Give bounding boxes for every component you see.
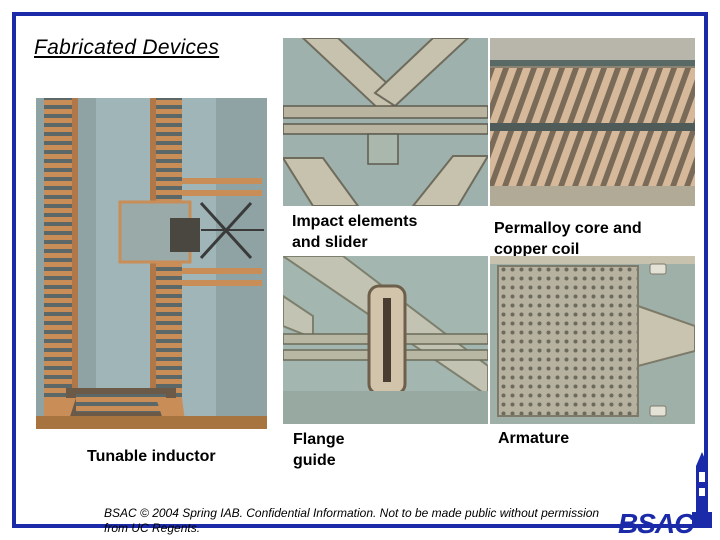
- caption-flange-guide: Flange guide: [293, 429, 363, 471]
- caption-flange-text: Flange guide: [293, 431, 345, 469]
- caption-impact-elements: Impact elements and slider: [292, 211, 442, 253]
- flange-guide-photo: [283, 256, 488, 424]
- caption-armature: Armature: [498, 430, 570, 447]
- caption-tunable-inductor: Tunable inductor: [87, 448, 216, 465]
- footer-note: BSAC © 2004 Spring IAB. Confidential Inf…: [104, 506, 600, 535]
- caption-impact-text: Impact elements and slider: [292, 213, 418, 251]
- armature-photo: [490, 256, 695, 424]
- bsac-logo: BSAC: [618, 508, 694, 539]
- caption-permalloy: Permalloy core and copper coil: [494, 220, 642, 258]
- impact-elements-photo: [283, 38, 488, 206]
- permalloy-photo: [490, 38, 695, 206]
- slide-frame: [12, 12, 708, 528]
- tunable-inductor-photo: [36, 98, 267, 429]
- slide-title: Fabricated Devices: [34, 36, 220, 59]
- campanile-tower-icon: [688, 452, 716, 528]
